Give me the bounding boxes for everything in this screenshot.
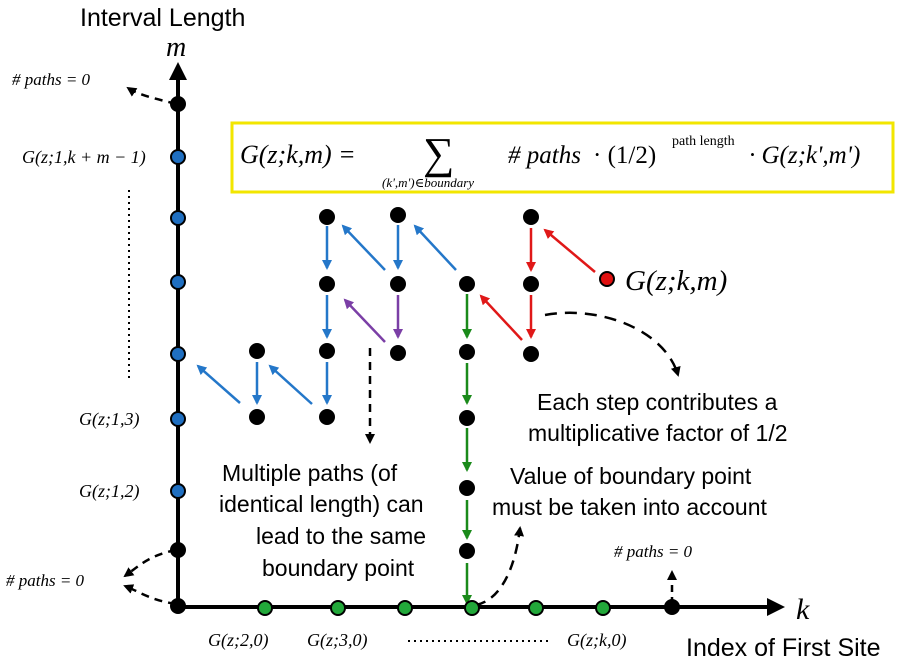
multi-note-line3: lead to the same (256, 523, 426, 549)
lattice-point (459, 480, 475, 496)
multi-note-line4: boundary point (262, 555, 415, 581)
x-axis-variable: k (796, 593, 810, 626)
left-boundary-point (170, 411, 186, 427)
bottom-paths-label: # paths = 0 (6, 571, 85, 590)
g-top-label: G(z;1,k + m − 1) (22, 147, 146, 168)
formula-sum-subscript: (k',m')∈boundary (382, 175, 474, 190)
lattice-point (319, 343, 335, 359)
left-boundary-point (170, 210, 186, 226)
target-label: G(z;k,m) (625, 265, 727, 297)
zero-path-point (170, 96, 186, 112)
arrow-blue (196, 364, 241, 404)
lattice-point (459, 543, 475, 559)
bottom-boundary-point (528, 600, 544, 616)
lattice-point (523, 209, 539, 225)
lattice-point (390, 207, 406, 223)
bottom-boundary-point (257, 600, 273, 616)
lattice-point (459, 410, 475, 426)
bottom-boundary-point (595, 600, 611, 616)
dashed-arrow-bottom-upper (123, 548, 177, 578)
formula-factor: · (1/2) (593, 142, 656, 169)
lattice-point (523, 276, 539, 292)
lattice-point (390, 345, 406, 361)
dashed-arrow-boundary (475, 526, 525, 607)
multi-note-line1: Multiple paths (of (222, 460, 398, 486)
lattice-point (459, 344, 475, 360)
left-boundary-point (170, 346, 186, 362)
arrow-purple (343, 298, 386, 343)
g20-label: G(z;2,0) (208, 630, 269, 651)
lattice-point (319, 409, 335, 425)
zero-path-point (170, 542, 186, 558)
boundary-note-line2: must be taken into account (492, 494, 767, 520)
right-paths-label: # paths = 0 (614, 542, 693, 561)
target-point (599, 271, 615, 287)
g30-label: G(z;3,0) (307, 630, 368, 651)
boundary-note-line1: Value of boundary point (510, 463, 752, 489)
lattice-point (249, 343, 265, 359)
x-axis-title: Index of First Site (686, 634, 881, 662)
bottom-boundary-point (330, 600, 346, 616)
bottom-boundary-point (397, 600, 413, 616)
lattice-point (249, 409, 265, 425)
g12-label: G(z;1,2) (79, 481, 140, 502)
step-note-line1: Each step contributes a (537, 389, 778, 415)
x-axis-arrowhead (767, 598, 785, 616)
formula-lhs: G(z;k,m) = (240, 140, 356, 169)
lattice-point (319, 276, 335, 292)
formula-box (230, 121, 895, 194)
lattice-point (523, 346, 539, 362)
arrow-blue (341, 224, 386, 271)
origin-point (170, 598, 186, 614)
formula-paths: # paths (508, 142, 581, 169)
bottom-boundary-point (464, 600, 480, 616)
step-note-line2: multiplicative factor of 1/2 (528, 420, 788, 446)
gk0-label: G(z;k,0) (567, 630, 626, 651)
arrow-blue (413, 224, 457, 271)
arrow-blue (268, 364, 313, 405)
formula-exponent: path length (672, 134, 735, 149)
y-axis-title: Interval Length (80, 4, 245, 32)
formula-tail: · G(z;k',m') (749, 142, 860, 169)
lattice-point (319, 209, 335, 225)
y-axis-variable: m (166, 32, 186, 63)
dashed-arrow-step (544, 311, 681, 377)
dashed-arrow-top-paths (126, 86, 177, 106)
g13-label: G(z;1,3) (79, 409, 140, 430)
dashed-arrow-bottom-lower (123, 584, 177, 606)
zero-path-point (664, 599, 680, 615)
arrow-red (543, 228, 596, 273)
left-boundary-point (170, 274, 186, 290)
y-axis-arrowhead (169, 62, 187, 80)
multi-note-line2: identical length) can (219, 491, 424, 517)
lattice-point (390, 276, 406, 292)
top-paths-label: # paths = 0 (12, 70, 91, 89)
formula-sum-sign: ∑ (423, 129, 454, 178)
left-boundary-point (170, 149, 186, 165)
left-boundary-point (170, 483, 186, 499)
arrow-red (479, 294, 523, 341)
lattice-point (459, 276, 475, 292)
